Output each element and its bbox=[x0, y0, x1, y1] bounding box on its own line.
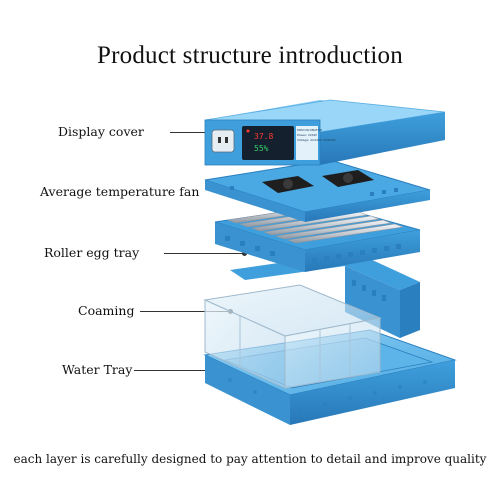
svg-text:37.8: 37.8 bbox=[254, 132, 273, 141]
label-water-tray: Water Tray bbox=[62, 362, 133, 377]
page-title: Product structure introduction bbox=[97, 42, 403, 69]
label-display-cover: Display cover bbox=[58, 124, 144, 139]
leader-roller-egg-tray bbox=[164, 251, 247, 256]
label-roller-egg-tray: Roller egg tray bbox=[44, 245, 140, 260]
panel-power-text: Power: 220W bbox=[297, 133, 317, 137]
temperature-fan-layer bbox=[204, 159, 431, 222]
fan-left bbox=[262, 176, 314, 193]
display-cover-layer: 37.8 55% bbox=[204, 99, 446, 166]
svg-text:55%: 55% bbox=[254, 144, 269, 153]
coaming-layer bbox=[203, 252, 420, 389]
panel-brand-text: MINI INCUBATOR bbox=[297, 128, 323, 132]
bottom-caption: each layer is carefully designed to pay … bbox=[13, 452, 487, 466]
panel-voltage-text: Voltage: AC220V 50/60Hz bbox=[297, 138, 336, 142]
fan-right bbox=[322, 170, 374, 187]
power-socket-icon bbox=[211, 129, 235, 153]
label-coaming: Coaming bbox=[78, 303, 135, 318]
control-display bbox=[242, 126, 294, 160]
label-temperature-fan: Average temperature fan bbox=[40, 184, 200, 199]
